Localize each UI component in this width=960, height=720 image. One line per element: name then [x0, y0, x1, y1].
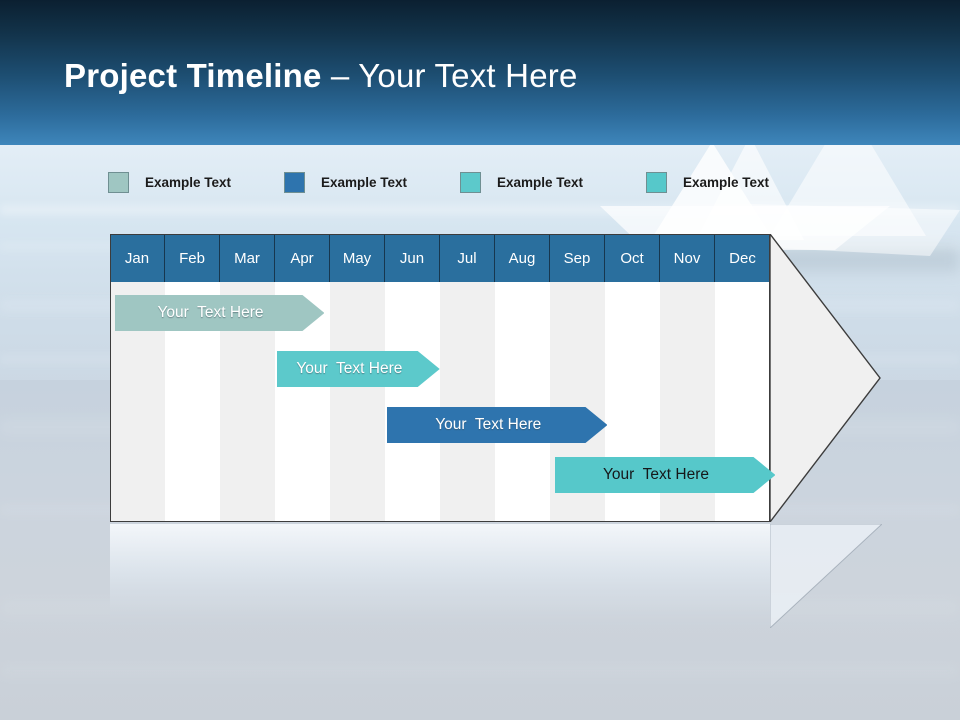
legend-item-label: Example Text [497, 174, 584, 190]
legend-item-label: Example Text [683, 174, 770, 190]
month-cell-feb[interactable]: Feb [165, 234, 220, 282]
timeline-bar-shape [115, 295, 324, 331]
page-title-light: Your Text Here [358, 57, 578, 94]
timeline-bar-label: Your Text Here [603, 466, 709, 483]
water-highlight [0, 205, 960, 215]
timeline-bar-shape [555, 457, 775, 493]
chart-reflection-arrow [770, 524, 882, 628]
timeline-bar-1[interactable]: Your Text Here [115, 295, 324, 331]
month-cell-nov[interactable]: Nov [660, 234, 715, 282]
chart-reflection-body [110, 524, 770, 628]
grid-column [495, 282, 550, 522]
paper-boat-hull [750, 204, 960, 256]
month-cell-jan[interactable]: Jan [110, 234, 165, 282]
legend-item-1[interactable]: Example Text [108, 168, 231, 196]
month-cell-oct[interactable]: Oct [605, 234, 660, 282]
grid-column [440, 282, 495, 522]
month-cell-mar[interactable]: Mar [220, 234, 275, 282]
timeline-bar-shape [277, 351, 440, 387]
legend-item-3[interactable]: Example Text [460, 168, 583, 196]
timeline-bars: Your Text Here Your Text Here Your Text … [110, 234, 775, 522]
legend-swatch-icon [284, 171, 305, 193]
legend-item-label: Example Text [145, 174, 232, 190]
page-title-separator: – [321, 57, 359, 94]
month-header-row: Jan Feb Mar Apr May Jun Jul Aug Sep Oct … [110, 234, 770, 282]
timeline-bar-label: Your Text Here [157, 304, 264, 321]
month-cell-may[interactable]: May [330, 234, 385, 282]
month-cell-apr[interactable]: Apr [275, 234, 330, 282]
timeline-arrow-head [770, 234, 882, 522]
page-title-bold: Project Timeline [64, 57, 322, 94]
month-cell-dec[interactable]: Dec [715, 234, 770, 282]
legend-swatch-icon [460, 171, 481, 193]
legend: Example Text Example Text Example Text E… [108, 168, 828, 196]
legend-item-2[interactable]: Example Text [284, 168, 407, 196]
month-cell-sep[interactable]: Sep [550, 234, 605, 282]
header-band: Project Timeline – Your Text Here [0, 0, 960, 145]
legend-item-label: Example Text [321, 174, 408, 190]
grid-column [330, 282, 385, 522]
legend-item-4[interactable]: Example Text [646, 168, 769, 196]
month-cell-jul[interactable]: Jul [440, 234, 495, 282]
grid-column [385, 282, 440, 522]
timeline-bar-label: Your Text Here [296, 360, 403, 377]
timeline-bar-shape [387, 407, 608, 443]
timeline-bar-2[interactable]: Your Text Here [277, 351, 440, 387]
legend-swatch-icon [646, 171, 667, 193]
timeline-bar-3[interactable]: Your Text Here [387, 407, 608, 443]
chart-reflection [110, 524, 882, 628]
timeline-bar-label: Your Text Here [435, 416, 542, 433]
page-title: Project Timeline – Your Text Here [64, 57, 578, 95]
month-cell-aug[interactable]: Aug [495, 234, 550, 282]
legend-swatch-icon [108, 171, 129, 193]
month-cell-jun[interactable]: Jun [385, 234, 440, 282]
water-highlight [0, 665, 960, 677]
timeline-bar-4[interactable]: Your Text Here [555, 457, 775, 493]
timeline-chart: Jan Feb Mar Apr May Jun Jul Aug Sep Oct … [110, 234, 775, 522]
